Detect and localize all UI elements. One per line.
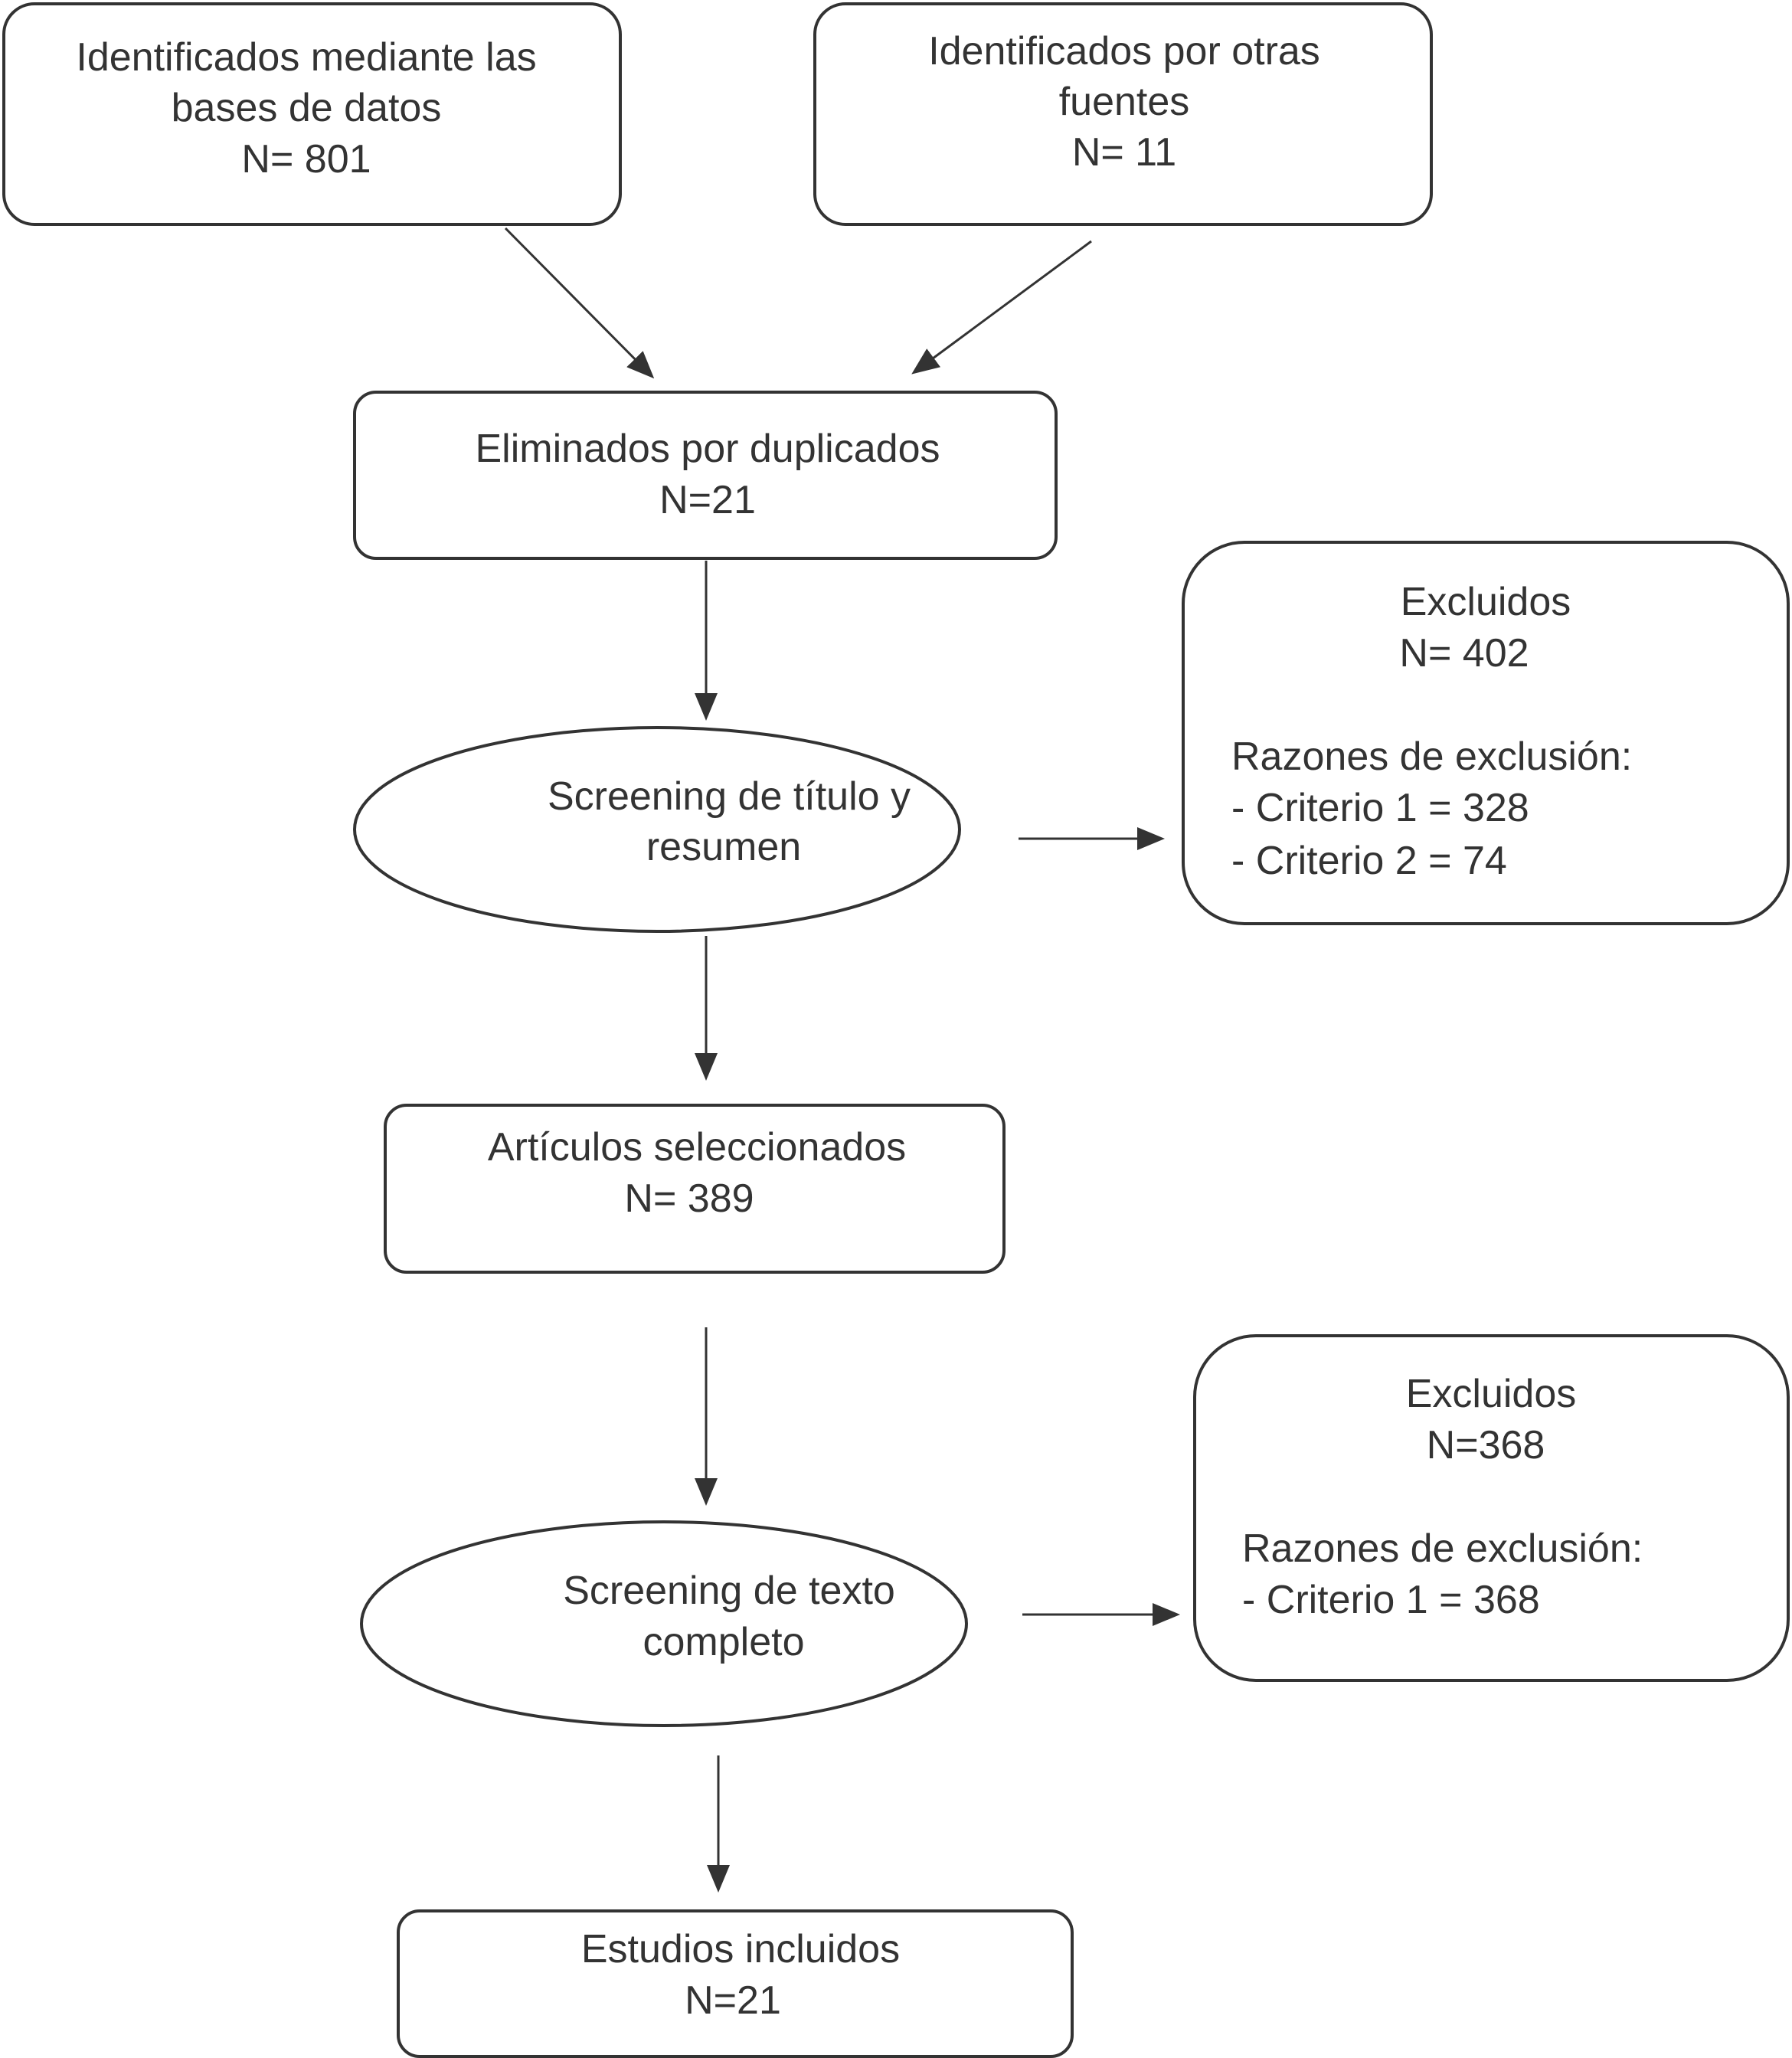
node-other-sources: Identificados por otras fuentes N= 11 xyxy=(813,2,1433,226)
node-excluded-second: Excluidos N=368 Razones de exclusión: - … xyxy=(1193,1334,1790,1682)
included-studies-count: N=21 xyxy=(685,1978,781,2023)
node-duplicates-removed: Eliminados por duplicados N=21 xyxy=(353,391,1058,560)
excluded-second-reason-1: - Criterio 1 = 368 xyxy=(1242,1578,1540,1622)
excluded-first-reason-2: - Criterio 2 = 74 xyxy=(1231,839,1507,883)
database-sources-line-2: bases de datos xyxy=(172,86,442,130)
other-sources-count: N= 11 xyxy=(1072,130,1176,175)
other-sources-line-2: fuentes xyxy=(1059,80,1190,124)
node-title-abstract-screening: Screening de título y resumen xyxy=(353,726,961,933)
duplicates-removed-count: N=21 xyxy=(659,478,756,522)
included-studies-line-1: Estudios incluidos xyxy=(581,1927,900,1971)
title-screening-line-1: Screening de título y xyxy=(548,774,911,819)
selected-articles-line-1: Artículos seleccionados xyxy=(488,1125,906,1170)
excluded-second-title: Excluidos xyxy=(1406,1372,1577,1416)
title-screening-line-2: resumen xyxy=(646,825,801,869)
node-fulltext-screening: Screening de texto completo xyxy=(360,1520,968,1727)
excluded-first-title: Excluidos xyxy=(1401,580,1571,624)
edge-other-to-duplicates xyxy=(911,240,1092,375)
duplicates-removed-line-1: Eliminados por duplicados xyxy=(475,427,940,471)
fulltext-screening-line-1: Screening de texto xyxy=(563,1569,895,1613)
database-sources-count: N= 801 xyxy=(241,137,371,182)
selected-articles-count: N= 389 xyxy=(624,1176,754,1221)
excluded-first-count: N= 402 xyxy=(1399,631,1529,676)
database-sources-line-1: Identificados mediante las xyxy=(76,35,536,80)
other-sources-line-1: Identificados por otras xyxy=(928,29,1320,74)
edge-database-to-duplicates xyxy=(504,227,655,379)
excluded-second-reasons-title: Razones de exclusión: xyxy=(1242,1526,1643,1571)
fulltext-screening-line-2: completo xyxy=(643,1620,805,1664)
excluded-first-reason-1: - Criterio 1 = 328 xyxy=(1231,786,1529,830)
node-excluded-first: Excluidos N= 402 Razones de exclusión: -… xyxy=(1182,541,1790,925)
excluded-first-reasons-title: Razones de exclusión: xyxy=(1231,735,1632,779)
node-included-studies: Estudios incluidos N=21 xyxy=(397,1909,1074,2058)
node-database-sources: Identificados mediante las bases de dato… xyxy=(2,2,622,226)
excluded-second-count: N=368 xyxy=(1427,1423,1545,1467)
node-selected-articles: Artículos seleccionados N= 389 xyxy=(384,1104,1006,1274)
